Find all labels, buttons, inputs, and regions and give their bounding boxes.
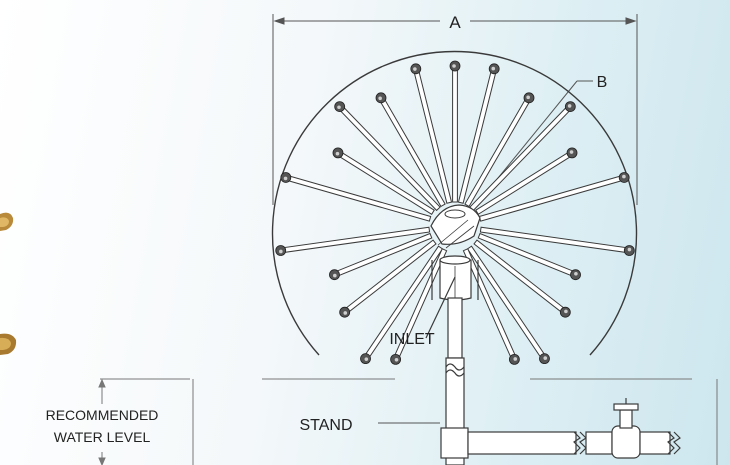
brass-fitting-top [0,212,14,231]
water-level-label-line1: RECOMMENDED [46,407,159,423]
nozzle-highlight [452,64,456,68]
nozzle-highlight [569,150,574,154]
nozzle-highlight [564,309,568,314]
dimension-a [272,14,638,205]
nozzle-highlight [513,357,518,361]
nozzle-highlight [567,104,572,108]
dimension-a-label: A [449,13,461,32]
stand-label: STAND [299,417,352,434]
nozzle-highlight [279,249,283,254]
stand-pipe [440,357,681,465]
water-level-label-line2: WATER LEVEL [54,429,151,445]
callout-b-label: B [597,74,608,91]
nozzle-highlight [378,96,382,101]
nozzle-highlight [622,174,626,179]
nozzle-highlight [343,311,348,315]
nozzle-highlight [526,95,530,100]
nozzle-tube [452,63,458,203]
nozzle-highlight [413,67,417,71]
nozzle-highlight [491,66,496,71]
water-level-lines [98,378,718,465]
nozzle-highlight [335,151,340,156]
nozzle-highlight [283,176,288,181]
riser-pipe [425,266,463,359]
spray-envelope-arc [271,50,638,356]
nozzle-tube [479,226,633,254]
inlet-label: INLET [389,331,435,348]
nozzle-highlight [337,105,341,110]
nozzle-highlight [333,273,337,278]
nozzle-highlight [394,357,399,362]
nozzle-group [275,60,635,365]
nozzle-tube [277,226,431,254]
brass-fitting-bottom [0,333,17,355]
nozzle-highlight [543,356,548,360]
hub [430,204,481,249]
nozzle-highlight [574,272,578,276]
nozzle-highlight [364,357,369,361]
nozzle-highlight [627,247,632,252]
